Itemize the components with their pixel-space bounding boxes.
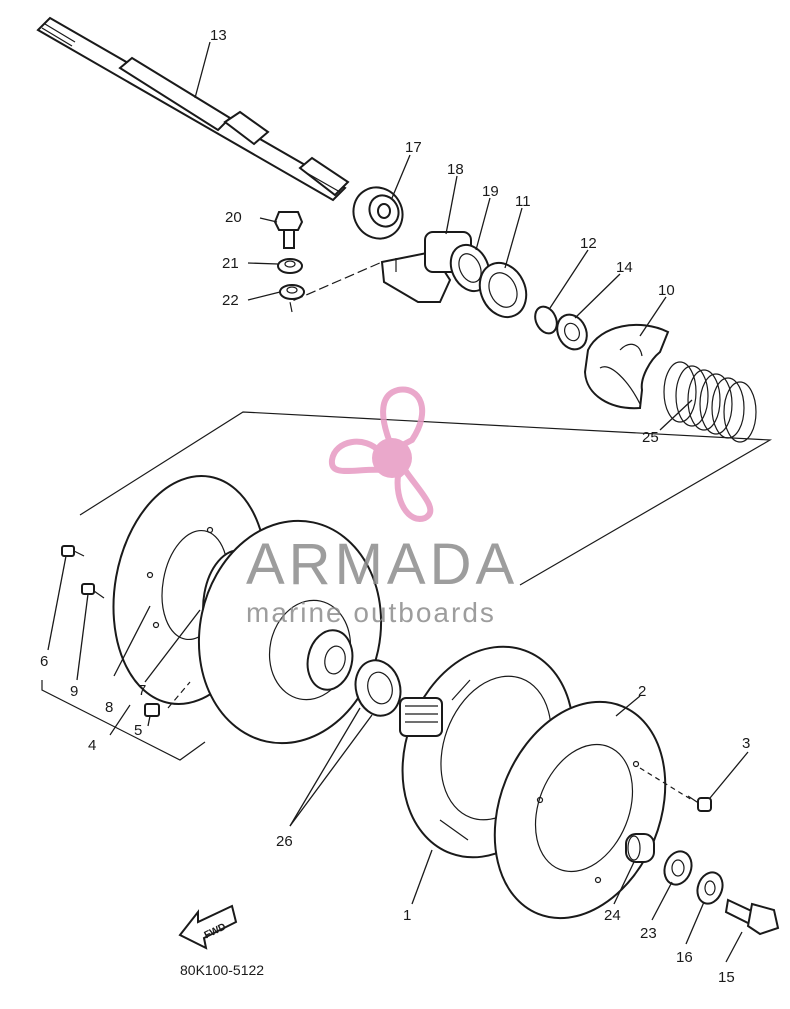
- watermark-brand: ARMADA: [246, 532, 518, 597]
- spacer-24: [625, 833, 655, 863]
- leader-lines: [47, 41, 749, 963]
- callout-21: 21: [222, 255, 239, 272]
- spring: [663, 361, 757, 443]
- callout-11: 11: [515, 193, 531, 210]
- washer-23: [663, 850, 693, 886]
- washer-large: [478, 261, 528, 319]
- callout-9: 9: [70, 683, 78, 700]
- callout-2: 2: [638, 683, 646, 700]
- fwd-arrow-icon: FWD: [178, 904, 238, 950]
- bracket: [380, 231, 472, 303]
- bearing: [352, 186, 404, 240]
- propeller-logo-icon: [328, 386, 434, 522]
- circlip: [534, 305, 558, 335]
- washer-21: [277, 258, 303, 274]
- callout-3: 3: [742, 735, 750, 752]
- callout-12: 12: [580, 235, 597, 252]
- bolt-20: [273, 211, 304, 249]
- callout-8: 8: [105, 699, 113, 716]
- bolt-6: [61, 545, 85, 557]
- watermark: ARMADA marine outboards: [246, 386, 518, 628]
- callout-7: 7: [138, 682, 146, 699]
- callout-5: 5: [134, 722, 142, 739]
- bolt-15: [724, 898, 780, 936]
- bolt-9: [81, 583, 105, 599]
- washer-small: [556, 313, 588, 351]
- nut-5: [144, 703, 160, 717]
- callout-labels: 13 17 18 19 11 20 21 22 12 14 10 25 6 9 …: [40, 27, 750, 986]
- watermark-tagline: marine outboards: [246, 597, 496, 628]
- part-code: 80K100-5122: [180, 962, 264, 978]
- drive-shaft: [36, 16, 350, 202]
- callout-16: 16: [676, 949, 693, 966]
- callout-6: 6: [40, 653, 48, 670]
- callout-17: 17: [405, 139, 422, 156]
- callout-4: 4: [88, 737, 96, 754]
- collar: [354, 659, 402, 717]
- callout-10: 10: [658, 282, 675, 299]
- callout-26: 26: [276, 833, 293, 850]
- washer-16: [696, 871, 724, 905]
- callout-20: 20: [225, 209, 242, 226]
- callout-14: 14: [616, 259, 633, 276]
- callout-18: 18: [447, 161, 464, 178]
- callout-23: 23: [640, 925, 657, 942]
- callout-24: 24: [604, 907, 621, 924]
- callout-1: 1: [403, 907, 411, 924]
- cam-holder: [583, 323, 670, 410]
- callout-25: 25: [642, 429, 659, 446]
- bolt-3: [687, 795, 712, 812]
- clutch-drum: [197, 519, 383, 745]
- callout-15: 15: [718, 969, 735, 986]
- callout-13: 13: [210, 27, 227, 44]
- callout-19: 19: [482, 183, 499, 200]
- callout-22: 22: [222, 292, 239, 309]
